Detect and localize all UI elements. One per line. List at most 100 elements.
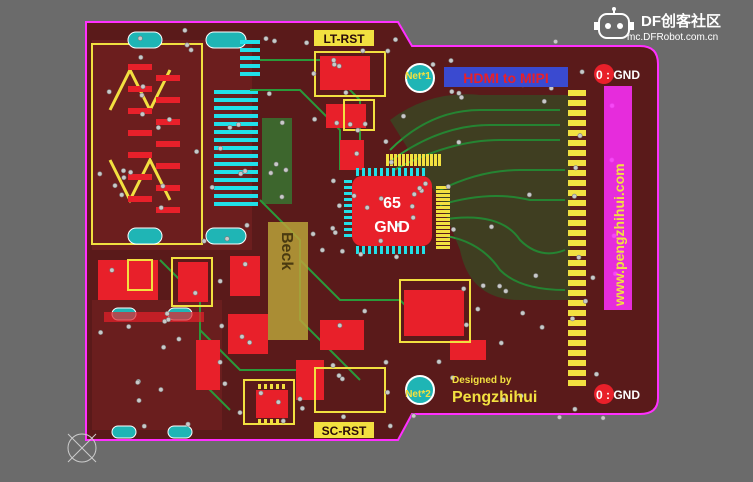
via — [239, 334, 245, 340]
chip-pin — [344, 204, 352, 207]
via — [201, 238, 207, 244]
chip-yellow-pad — [436, 186, 450, 189]
fpc-pad — [214, 106, 258, 110]
via — [600, 415, 606, 421]
via — [409, 203, 415, 209]
via — [106, 89, 112, 95]
hdmi-pad — [156, 75, 180, 81]
via — [410, 215, 416, 221]
small-ic-pin — [264, 419, 267, 424]
via — [351, 193, 357, 199]
mipi-pad — [568, 110, 586, 116]
fpc-pad — [214, 114, 258, 118]
via — [383, 359, 389, 365]
via — [334, 120, 340, 126]
via — [97, 171, 103, 177]
via — [140, 111, 146, 117]
hdmi-pad — [156, 185, 180, 191]
via — [194, 149, 200, 155]
hdmi-pad — [156, 97, 180, 103]
via — [268, 170, 274, 176]
via — [217, 278, 223, 284]
mipi-pad — [568, 170, 586, 176]
via — [347, 121, 353, 127]
fpc-pad — [240, 64, 260, 68]
via — [331, 57, 337, 63]
via — [339, 248, 345, 254]
chip-yellow-pad — [436, 246, 450, 249]
mipi-pad — [568, 90, 586, 96]
chip-pin — [386, 168, 389, 176]
via — [458, 94, 464, 100]
hdmi-pad — [128, 130, 152, 136]
mipi-pad — [568, 220, 586, 226]
via — [166, 117, 172, 123]
fpc-pad — [214, 178, 258, 182]
via — [340, 414, 346, 420]
mipi-pad — [568, 290, 586, 296]
via — [541, 98, 547, 104]
gnd-pad-bottom — [594, 384, 614, 404]
via — [160, 183, 166, 189]
via — [155, 125, 161, 131]
red-copper-features — [98, 56, 486, 400]
via — [217, 359, 223, 365]
chip-yellow-pads — [386, 154, 450, 249]
via — [209, 184, 215, 190]
crystal-component — [262, 118, 292, 204]
hdmi-pad — [128, 108, 152, 114]
hdmi-pad — [128, 196, 152, 202]
via — [279, 120, 285, 126]
chip-pin — [344, 222, 352, 225]
via — [121, 168, 127, 174]
fpc-pad — [214, 186, 258, 190]
via — [445, 184, 451, 190]
chip-yellow-pad — [422, 154, 425, 166]
main-chip-pins — [344, 168, 425, 254]
designed-by-label: Designed by — [452, 375, 512, 386]
chip-pin — [344, 180, 352, 183]
via — [569, 316, 575, 322]
mipi-pad — [568, 330, 586, 336]
gnd-label-bottom: 0 : GND — [596, 388, 640, 402]
via — [362, 121, 368, 127]
via — [128, 169, 134, 175]
chip-pin — [368, 168, 371, 176]
mipi-pad — [568, 280, 586, 286]
net-label-top: Net*1 — [405, 71, 431, 82]
via — [450, 227, 456, 233]
chip-pin — [362, 168, 365, 176]
via — [266, 91, 272, 97]
chip-label-gnd: GND — [374, 219, 410, 236]
chip-yellow-pad — [406, 154, 409, 166]
via — [358, 251, 364, 257]
lt-rst-box — [314, 30, 374, 46]
fpc-pad — [214, 170, 258, 174]
chip-yellow-pad — [436, 198, 450, 201]
hdmi-pad — [128, 174, 152, 180]
chip-yellow-pad — [386, 154, 389, 166]
via — [577, 133, 583, 139]
mount-pad — [111, 425, 137, 439]
chip-yellow-pad — [436, 230, 450, 233]
via — [219, 323, 225, 329]
via — [411, 191, 417, 197]
chip-pin — [344, 210, 352, 213]
side-website-text: www.pengzhihui.com — [611, 163, 627, 307]
via — [475, 306, 481, 312]
chip-pin — [374, 246, 377, 254]
chip-yellow-pad — [438, 154, 441, 166]
chip-pin — [392, 246, 395, 254]
via — [360, 48, 366, 54]
chip-pin — [356, 246, 359, 254]
via — [337, 322, 343, 328]
via — [539, 324, 545, 330]
via — [448, 58, 454, 64]
chip-yellow-pad — [436, 210, 450, 213]
chip-yellow-pad — [436, 234, 450, 237]
chip-pin — [344, 216, 352, 219]
via — [119, 192, 125, 198]
via — [498, 340, 504, 346]
via — [556, 414, 562, 420]
